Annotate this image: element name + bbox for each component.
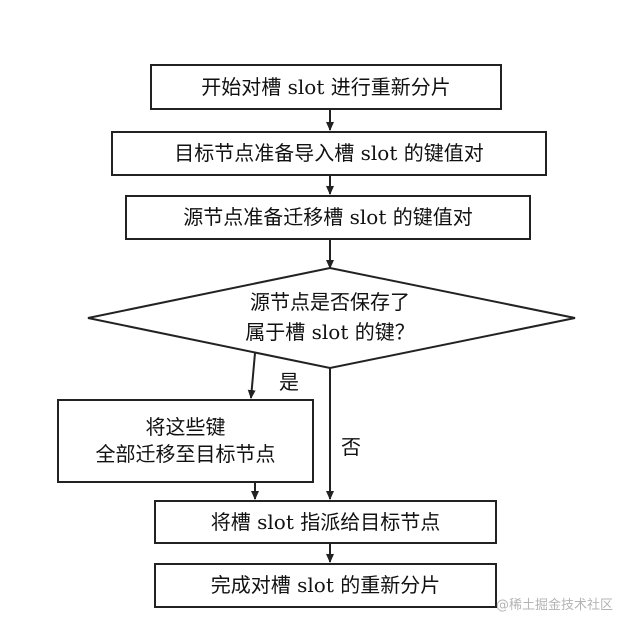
step-migrate-keys: 将这些键 全部迁移至目标节点 (57, 399, 314, 483)
migrate-line-1: 将这些键 (145, 415, 226, 439)
decision-line-1: 源节点是否保存了 (250, 290, 410, 314)
step-start: 开始对槽 slot 进行重新分片 (150, 64, 502, 110)
watermark: @稀土掘金技术社区 (495, 598, 613, 613)
yes-label: 是 (279, 370, 299, 394)
arrow-yes-branch (247, 352, 256, 399)
decision-text: 源节点是否保存了 属于槽 slot 的键？ (100, 276, 560, 358)
step-target-prepare: 目标节点准备导入槽 slot 的键值对 (111, 131, 547, 176)
step-finish: 完成对槽 slot 的重新分片 (154, 563, 497, 608)
migrate-line-2: 全部迁移至目标节点 (95, 442, 276, 466)
decision-line-2: 属于槽 slot 的键？ (245, 320, 415, 344)
step-assign-slot: 将槽 slot 指派给目标节点 (154, 500, 497, 544)
step-source-prepare: 源节点准备迁移槽 slot 的键值对 (125, 195, 531, 240)
no-label: 否 (341, 435, 361, 459)
